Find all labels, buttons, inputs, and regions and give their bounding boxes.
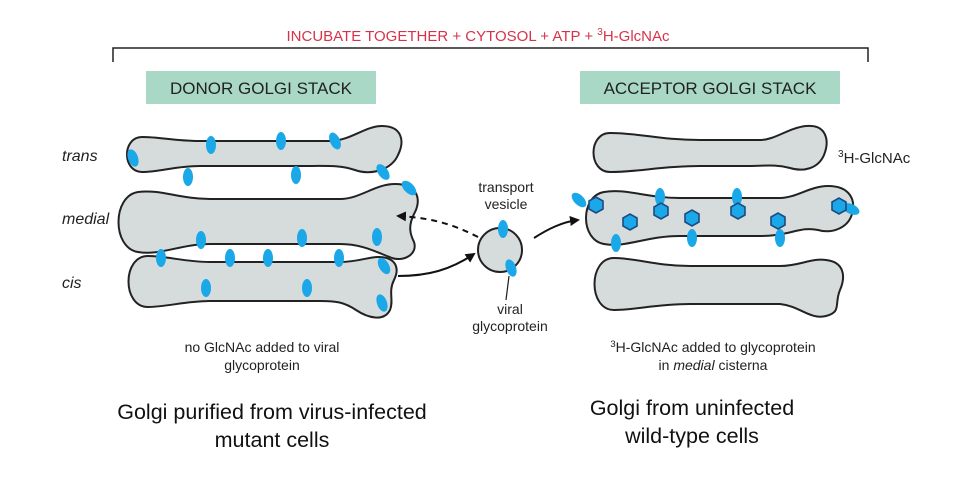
glycoprotein <box>655 188 665 206</box>
acceptor-trans-cisterna <box>592 124 828 174</box>
acceptor-caption-line1: Golgi from uninfected <box>590 396 794 420</box>
glycoprotein <box>376 294 388 312</box>
glycoprotein <box>196 231 206 249</box>
glycoprotein <box>775 229 785 247</box>
glycoprotein <box>611 234 621 252</box>
glycoprotein <box>334 249 344 267</box>
glycoprotein <box>206 136 216 154</box>
glycoprotein <box>276 132 286 150</box>
glycoprotein <box>156 249 166 267</box>
acceptor-note-line2: in medial cisterna <box>659 357 768 373</box>
glycoprotein <box>291 166 301 184</box>
donor-caption-line2: mutant cells <box>215 428 330 452</box>
glycoprotein <box>732 188 742 206</box>
donor-label-box <box>146 71 376 104</box>
acceptor-cis-cisterna <box>593 256 844 318</box>
glycoprotein <box>687 229 697 247</box>
glcnac-hexagon-icon <box>770 212 786 230</box>
header-text: INCUBATE TOGETHER + CYTOSOL + ATP + 3H-G… <box>286 27 670 45</box>
glycoprotein <box>372 228 382 246</box>
level-trans-label: trans <box>62 148 98 165</box>
glcnac-molecules <box>588 196 847 231</box>
donor-caption-line1: Golgi purified from virus-infected <box>117 400 426 424</box>
donor-note-line1: no GlcNAc added to viral <box>185 339 340 355</box>
glycoprotein <box>329 132 341 150</box>
glycoprotein <box>225 249 235 267</box>
glycoprotein <box>302 279 312 297</box>
acceptor-medial-cisterna <box>585 184 855 246</box>
glycoprotein <box>201 279 211 297</box>
glcnac-hexagon-icon <box>684 209 700 227</box>
donor-trans-cisterna <box>126 124 403 174</box>
glcnac-hexagon-icon <box>622 213 638 231</box>
level-cis-label: cis <box>62 275 82 292</box>
glcnac-hexagon-icon <box>588 196 604 214</box>
level-medial-label: medial <box>62 211 110 228</box>
acceptor-glycoproteins <box>571 188 860 252</box>
donor-medial-cisterna <box>117 182 419 260</box>
acceptor-label-box <box>580 71 840 104</box>
reagent-label: 3H-GlcNAc <box>838 149 911 167</box>
donor-cis-cisterna <box>127 254 398 319</box>
glycoprotein-pointer <box>505 275 510 301</box>
glycoprotein <box>571 192 587 208</box>
dashed-arrow-to-medial <box>396 211 479 238</box>
donor-label: DONOR GOLGI STACK <box>170 79 353 98</box>
acceptor-note-line1: 3H-GlcNAc added to glycoprotein <box>610 339 815 355</box>
donor-note-line2: glycoprotein <box>224 357 300 373</box>
vesicle-glycoprotein <box>498 220 508 238</box>
glycoprotein <box>377 257 391 275</box>
arrow-vesicle-to-acceptor <box>533 216 580 239</box>
arrow-cis-to-vesicle <box>397 252 476 277</box>
donor-glycoproteins <box>127 132 417 312</box>
glcnac-hexagon-icon <box>831 197 847 215</box>
glycoprotein <box>401 180 417 196</box>
glycoprotein <box>263 249 273 267</box>
vesicle-label-line1: transport <box>478 179 533 195</box>
glycoprotein <box>183 168 193 186</box>
header-bracket <box>112 47 869 62</box>
glycoprotein <box>127 149 139 167</box>
glycoprotein <box>297 229 307 247</box>
vesicle-glycoprotein <box>505 259 517 277</box>
glcnac-hexagon-icon <box>653 202 669 220</box>
glcnac-hexagon-icon <box>730 202 746 220</box>
glycoprotein <box>376 164 390 180</box>
acceptor-caption-line2: wild-type cells <box>624 424 759 448</box>
viral-glyco-label-line2: glycoprotein <box>472 318 548 334</box>
acceptor-label: ACCEPTOR GOLGI STACK <box>604 79 818 98</box>
vesicle-label-line2: vesicle <box>485 196 528 212</box>
viral-glyco-label-line1: viral <box>497 301 523 317</box>
